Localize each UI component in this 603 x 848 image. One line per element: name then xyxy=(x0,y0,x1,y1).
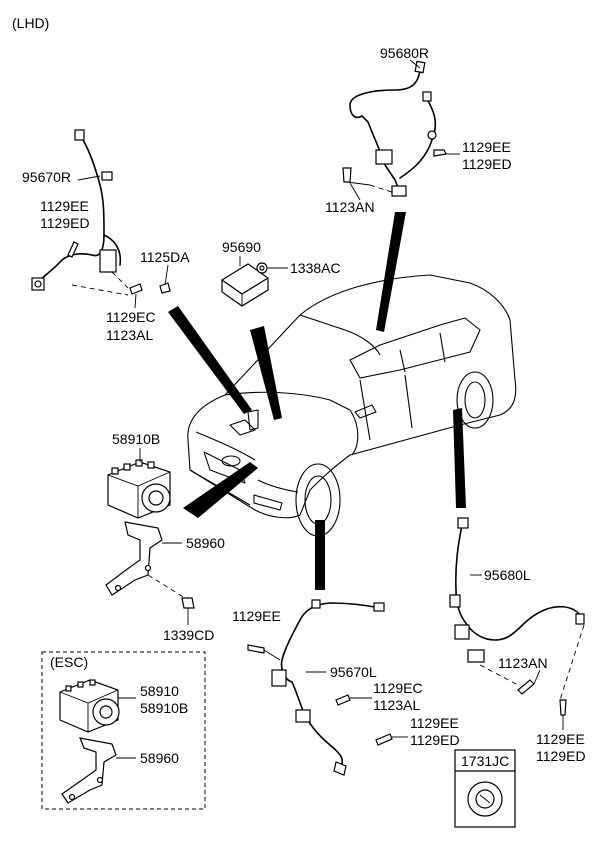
label-95670L: 95670L xyxy=(330,664,377,680)
label-rl-1129ED: 1129ED xyxy=(536,748,586,764)
label-esc-58960: 58960 xyxy=(140,750,179,766)
label-esc-58910B: 58910B xyxy=(140,700,188,716)
label-rr-1123AN: 1123AN xyxy=(325,199,375,215)
esc-group-box xyxy=(41,651,206,810)
label-1339CD: 1339CD xyxy=(163,627,214,643)
label-rr-1129ED: 1129ED xyxy=(462,156,512,172)
esc-group-title: (ESC) xyxy=(50,654,88,670)
label-fr-1129EE: 1129EE xyxy=(40,198,89,214)
label-58910B: 58910B xyxy=(112,431,160,447)
abs-bracket-58960 xyxy=(105,521,195,625)
label-58960: 58960 xyxy=(186,535,225,551)
label-1125DA: 1125DA xyxy=(140,249,190,265)
front-left-wheel-sensor xyxy=(247,599,408,776)
rear-right-wheel-sensor xyxy=(342,59,460,197)
label-rr-1129EE: 1129EE xyxy=(462,139,511,155)
label-esc-58910: 58910 xyxy=(140,683,179,699)
sensor-module-95690 xyxy=(221,256,288,307)
label-fl-1129ED: 1129ED xyxy=(410,732,460,748)
label-95690: 95690 xyxy=(222,239,261,255)
label-95680R: 95680R xyxy=(380,45,429,61)
label-rl-1123AN: 1123AN xyxy=(498,655,548,671)
label-fl-1129EE: 1129EE xyxy=(232,608,281,624)
car-illustration xyxy=(187,274,517,537)
callout-code: 1731JC xyxy=(461,753,509,769)
label-1338AC: 1338AC xyxy=(290,260,341,276)
variant-label: (LHD) xyxy=(12,15,49,31)
label-fr-1129EC: 1129EC xyxy=(106,309,156,325)
label-rl-1129EE: 1129EE xyxy=(536,731,585,747)
abs-unit-58910B xyxy=(107,459,171,519)
rear-left-wheel-sensor xyxy=(449,517,585,730)
label-fr-1129ED: 1129ED xyxy=(40,215,90,231)
label-fr-1123AL: 1123AL xyxy=(106,327,153,343)
location-pointers xyxy=(168,212,466,590)
label-fl-1129EC: 1129EC xyxy=(373,680,423,696)
side-mirror xyxy=(354,404,377,419)
esc-unit-58910 xyxy=(59,679,136,733)
rear-left-wheel xyxy=(456,371,494,429)
esc-bracket-58960 xyxy=(61,737,136,804)
label-fl-1129EE-2: 1129EE xyxy=(410,715,459,731)
label-fl-1123AL: 1123AL xyxy=(373,697,420,713)
label-95670R: 95670R xyxy=(22,169,71,185)
front-right-wheel-sensor xyxy=(31,129,171,296)
label-95680L: 95680L xyxy=(484,567,531,583)
kia-badge xyxy=(221,455,241,467)
callout-1731JC: 1731JC xyxy=(454,749,516,828)
